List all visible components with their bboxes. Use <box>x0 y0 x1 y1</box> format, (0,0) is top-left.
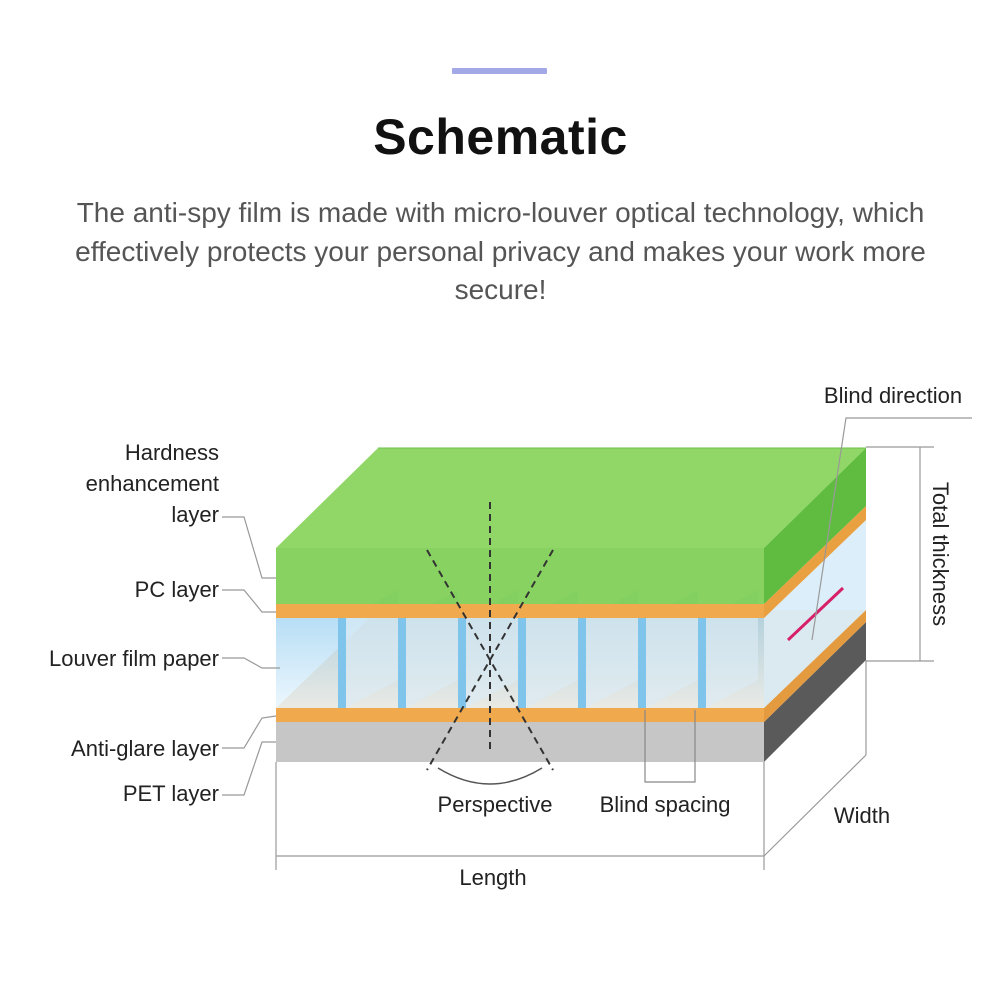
perspective-arc <box>437 767 543 785</box>
louver-slat <box>518 618 526 708</box>
blind-spacing-bracket <box>644 710 696 783</box>
pc-layer-label: PC layer <box>135 577 219 602</box>
louver-slat-shade <box>706 590 758 708</box>
page-description: The anti-spy film is made with micro-lou… <box>75 197 926 305</box>
louver-slat <box>338 618 346 708</box>
page-title: Schematic <box>373 109 628 165</box>
hardness-label-line3: layer <box>171 502 219 527</box>
louver-slat-shade <box>406 590 458 708</box>
length-dimension <box>275 762 765 870</box>
width-label: Width <box>834 803 890 828</box>
louver-slat <box>638 618 646 708</box>
louver-slats <box>338 590 758 708</box>
total-thickness-label: Total thickness <box>928 482 953 626</box>
antiglare-layer-label: Anti-glare layer <box>71 736 219 761</box>
perspective-label: Perspective <box>438 792 553 817</box>
louver-slat-shade <box>586 590 638 708</box>
louver-slat <box>578 618 586 708</box>
blind-direction-leader <box>811 417 972 641</box>
hardness-label-line1: Hardness <box>125 440 219 465</box>
hardness-layer <box>276 447 866 604</box>
total-thickness-bracket <box>866 446 934 662</box>
length-label: Length <box>459 865 526 890</box>
hardness-label-line2: enhancement <box>86 471 219 496</box>
blind-spacing-label: Blind spacing <box>600 792 731 817</box>
louver-slat-shade <box>526 590 578 708</box>
louver-layer-label: Louver film paper <box>49 646 219 671</box>
pet-layer <box>276 622 866 762</box>
perspective-lines <box>426 502 554 771</box>
louver-slat <box>398 618 406 708</box>
louver-slat <box>458 618 466 708</box>
louver-slat <box>698 618 706 708</box>
pc-layer <box>276 506 866 618</box>
layer-leaders <box>222 516 280 796</box>
accent-bar <box>452 68 547 74</box>
blind-direction-label: Blind direction <box>824 383 962 408</box>
width-dimension <box>763 660 867 857</box>
pet-layer-label: PET layer <box>123 781 219 806</box>
louver-slat-shade <box>646 590 698 708</box>
louver-slat-shade <box>346 590 398 708</box>
